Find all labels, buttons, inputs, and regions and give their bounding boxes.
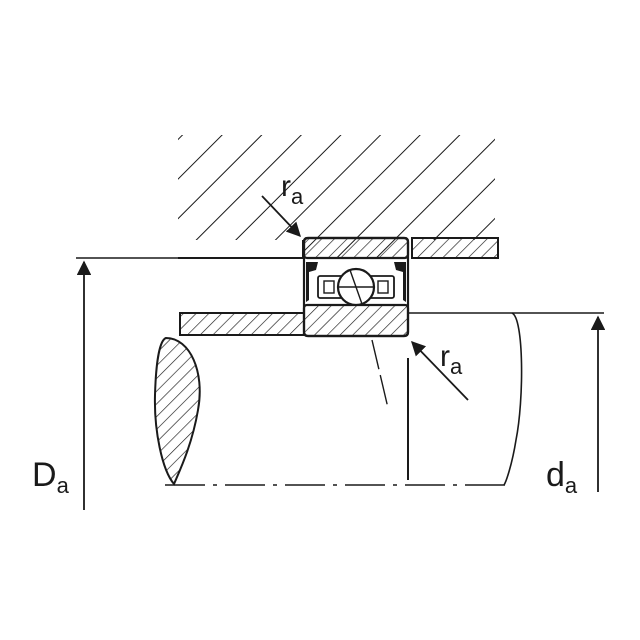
outer-ring [302, 236, 410, 260]
label-Da: Da [32, 456, 70, 498]
seal-right [394, 262, 406, 302]
dimension-Da [76, 257, 304, 510]
label-ra-bottom: ra [440, 340, 463, 379]
housing-shoulder-strip [411, 237, 499, 259]
inner-ring [302, 303, 410, 338]
shaft-hatch-section [153, 336, 201, 486]
label-ra-top: ra [281, 170, 304, 209]
seal-left [306, 262, 318, 302]
shaft-spacer-strip [179, 312, 305, 336]
bearing-section [302, 236, 410, 338]
bearing-outline [302, 236, 410, 338]
fillet-arrow-top [261, 195, 301, 238]
dimension-da [512, 312, 606, 492]
fillet-arrow-bottom [410, 340, 469, 401]
shaft-outline [407, 312, 523, 486]
contact-angle-line [371, 339, 389, 409]
label-da: da [546, 456, 578, 498]
